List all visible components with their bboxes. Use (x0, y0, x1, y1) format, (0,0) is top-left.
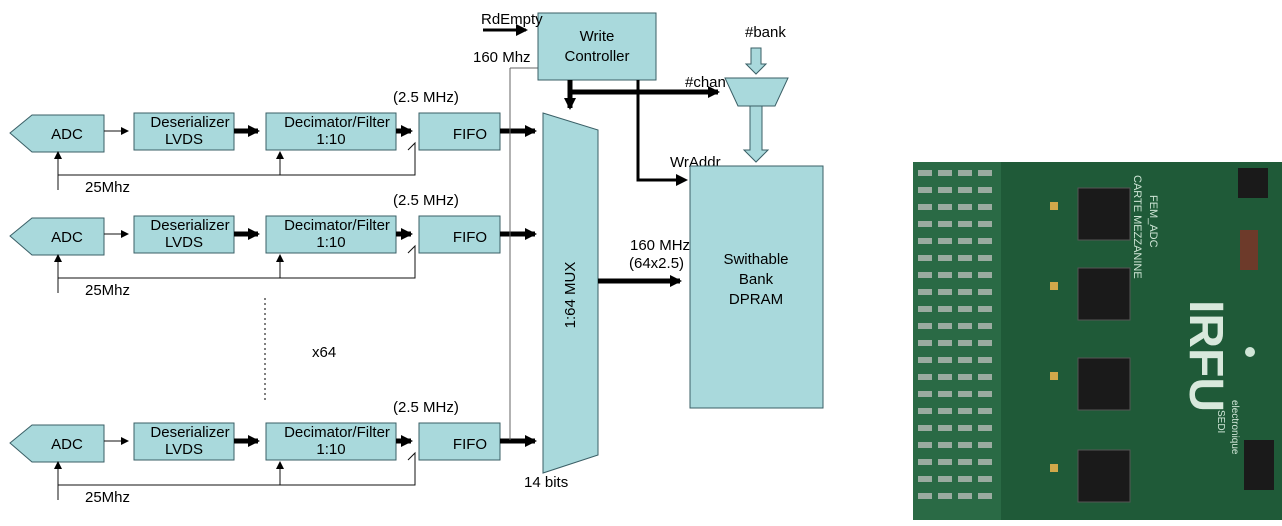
bus-rate-line2: (64x2.5) (629, 255, 684, 272)
chip-1 (1078, 188, 1130, 240)
write-controller-line1: Write (580, 28, 615, 45)
adc-label: ADC (51, 126, 83, 143)
deserializer-line1: Deserializer (150, 424, 229, 441)
clock-label: 25Mhz (85, 179, 130, 196)
deserializer-line2: LVDS (165, 131, 203, 148)
decimator-line1: Decimator/Filter (284, 217, 390, 234)
board-photo: CARTE MEZZANINE FEM_ADC IRFU SEDI electr… (913, 162, 1282, 520)
adc-label: ADC (51, 229, 83, 246)
svg-text:Controller: Controller (564, 48, 629, 65)
bus-rate-line1: 160 MHz (630, 237, 690, 254)
bank-arrow-out (744, 106, 768, 162)
svg-text:DPRAM: DPRAM (729, 291, 783, 308)
chip-3 (1078, 358, 1130, 410)
wc-clock-label: 160 Mhz (473, 49, 531, 66)
irfu-logo: IRFU (1179, 300, 1232, 412)
decimator-line2: 1:10 (316, 234, 345, 251)
decimator-line2: 1:10 (316, 131, 345, 148)
side-text-2: electronique (1229, 400, 1240, 455)
deserializer-line1: Deserializer (150, 114, 229, 131)
side-text-1: SEDI (1215, 410, 1226, 433)
mux-bits-label: 14 bits (524, 474, 568, 491)
bank-label: #bank (745, 24, 786, 41)
rdempty-label: RdEmpty (481, 11, 543, 28)
bank-selector (725, 78, 788, 106)
adc-label: ADC (51, 436, 83, 453)
fifo-label: FIFO (453, 229, 487, 246)
chip-4 (1078, 450, 1130, 502)
bank-arrow-in (746, 48, 766, 74)
svg-text:Bank: Bank (739, 271, 774, 288)
board-text-1: CARTE MEZZANINE (1131, 175, 1143, 279)
board-text-2: FEM_ADC (1147, 195, 1159, 248)
dpram-line3: DPRAM (729, 291, 783, 308)
chan-label: #chan (685, 74, 726, 91)
fifo-label: FIFO (453, 126, 487, 143)
repeat-label: x64 (312, 344, 336, 361)
rate-label: (2.5 MHz) (393, 89, 459, 106)
svg-text:IRFU: IRFU (1179, 300, 1232, 412)
rate-label: (2.5 MHz) (393, 192, 459, 209)
clock-label: 25Mhz (85, 489, 130, 506)
decimator-line1: Decimator/Filter (284, 114, 390, 131)
deserializer-line2: LVDS (165, 234, 203, 251)
decimator-line2: 1:10 (316, 441, 345, 458)
mux-label: 1:64 MUX (562, 262, 579, 329)
decimator-line1: Decimator/Filter (284, 424, 390, 441)
write-controller-block (538, 13, 656, 80)
fifo-label: FIFO (453, 436, 487, 453)
dpram-line1: Swithable (723, 251, 788, 268)
deserializer-line2: LVDS (165, 441, 203, 458)
clock-label: 25Mhz (85, 282, 130, 299)
chip-2 (1078, 268, 1130, 320)
svg-text:Swithable: Swithable (723, 251, 788, 268)
write-controller-line2: Controller (564, 48, 629, 65)
svg-text:Write: Write (580, 28, 615, 45)
dpram-line2: Bank (739, 271, 774, 288)
rate-label: (2.5 MHz) (393, 399, 459, 416)
deserializer-line1: Deserializer (150, 217, 229, 234)
